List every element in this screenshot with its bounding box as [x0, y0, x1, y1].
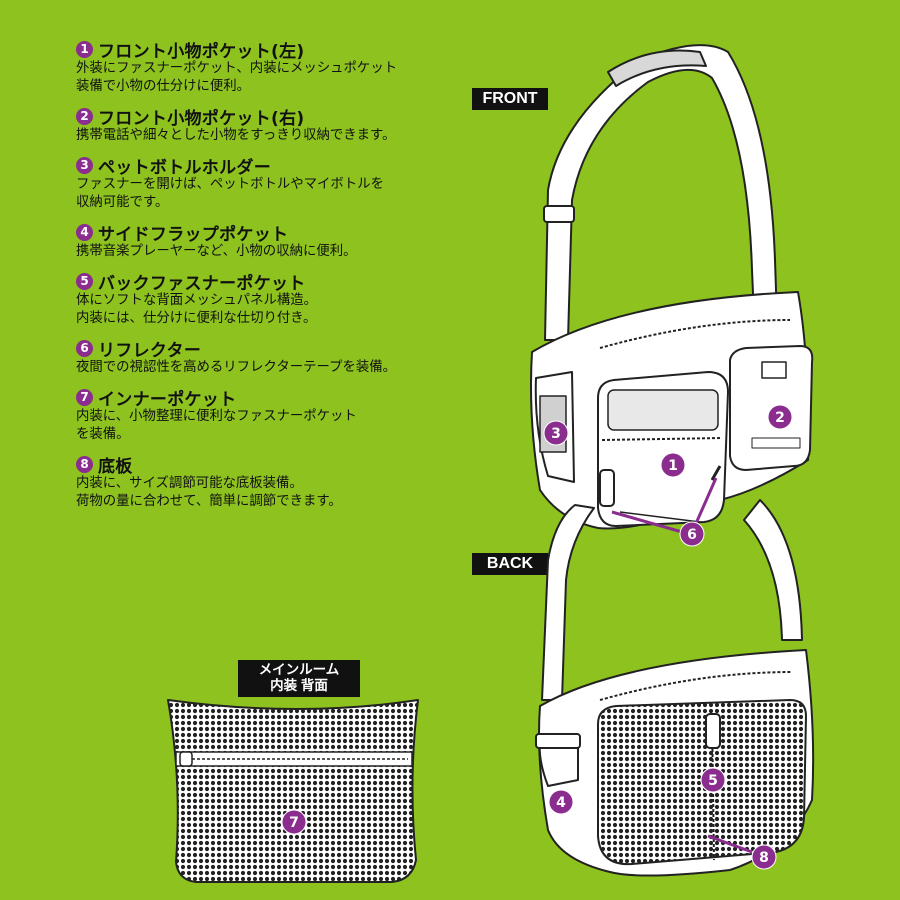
svg-text:4: 4: [556, 795, 566, 811]
feature-number-badge: 3: [76, 156, 93, 174]
svg-text:1: 1: [668, 458, 678, 474]
feature-2: 2 フロント小物ポケット(右) 携帯電話や細々とした小物をすっきり収納できます。: [76, 105, 476, 145]
side-flap: [535, 733, 581, 749]
svg-text:6: 6: [687, 527, 697, 543]
feature-title: ペットボトルホルダー: [98, 157, 271, 178]
feature-3: 3 ペットボトルホルダー ファスナーを開けば、ペットボトルやマイボトルを 収納可能…: [76, 154, 476, 212]
zipper-pull-icon: [599, 469, 615, 507]
feature-description: 外装にファスナーポケット、内装にメッシュポケット 装備で小物の仕分けに便利。: [76, 61, 398, 94]
svg-text:2: 2: [775, 410, 785, 426]
main-room-interior: [167, 699, 419, 883]
leader-8: [707, 834, 753, 854]
reflector-line: [710, 465, 722, 481]
feature-number-badge: 8: [76, 455, 93, 473]
brand-tag: [751, 437, 801, 449]
feature-7: 7 インナーポケット 内装に、小物整理に便利なファスナーポケット を装備。: [76, 386, 476, 444]
inner-mesh-panel: [167, 699, 419, 883]
feature-description: 体にソフトな背面メッシュパネル構造。 内装には、仕分けに便利な仕切り付き。: [76, 293, 318, 326]
svg-text:3: 3: [551, 426, 561, 442]
front-view-label: FRONT: [472, 88, 548, 110]
svg-text:5: 5: [708, 773, 718, 789]
feature-title: インナーポケット: [98, 389, 237, 410]
callout-7: 7: [281, 809, 307, 835]
front-bag: [530, 44, 814, 530]
callout-badges: 1 2 3 4 5 6 7 8: [281, 404, 793, 870]
feature-number-badge: 2: [76, 107, 93, 125]
feature-description: ファスナーを開けば、ペットボトルやマイボトルを 収納可能です。: [76, 177, 384, 210]
back-strap-right: [743, 499, 803, 641]
svg-text:8: 8: [759, 850, 769, 866]
callout-4: 4: [548, 789, 574, 815]
feature-list: 1 フロント小物ポケット(左) 外装にファスナーポケット、内装にメッシュポケット …: [76, 38, 476, 520]
front-left-zipper: [601, 437, 723, 441]
leader-6b: [692, 477, 718, 529]
feature-title: フロント小物ポケット(右): [98, 108, 305, 129]
feature-description: 内装に、小物整理に便利なファスナーポケット を装備。: [76, 409, 357, 442]
front-shoulder-pad: [607, 49, 707, 87]
feature-description: 携帯音楽プレーヤーなど、小物の収納に便利。: [76, 244, 357, 259]
back-zipper: [711, 713, 715, 861]
callout-8: 8: [751, 844, 777, 870]
back-bag: [535, 499, 815, 877]
feature-number-badge: 6: [76, 339, 93, 357]
svg-text:7: 7: [289, 815, 299, 831]
feature-4: 4 サイドフラップポケット 携帯音楽プレーヤーなど、小物の収納に便利。: [76, 221, 476, 261]
front-right-pocket-flap: [761, 361, 787, 379]
callout-3: 3: [543, 420, 569, 446]
feature-6: 6 リフレクター 夜間での視認性を高めるリフレクターテープを装備。: [76, 337, 476, 377]
feature-description: 携帯電話や細々とした小物をすっきり収納できます。: [76, 128, 396, 143]
front-strap-buckle: [543, 205, 575, 223]
callout-2: 2: [767, 404, 793, 430]
main-room-label: メインルーム 内装 背面: [238, 660, 360, 697]
feature-description: 内装に、サイズ調節可能な底板装備。 荷物の量に合わせて、簡単に調節できます。: [76, 476, 342, 509]
feature-number-badge: 4: [76, 223, 93, 241]
leader-6a: [611, 510, 683, 534]
front-top-zipper: [599, 319, 791, 349]
back-strap: [541, 504, 595, 701]
feature-number-badge: 5: [76, 272, 93, 290]
callout-5: 5: [700, 767, 726, 793]
feature-8: 8 底板 内装に、サイズ調節可能な底板装備。 荷物の量に合わせて、簡単に調節できま…: [76, 453, 476, 511]
reflector-line: [619, 511, 701, 523]
main-room-label-line2: 内装 背面: [270, 678, 328, 693]
callout-1: 1: [660, 452, 686, 478]
feature-title: フロント小物ポケット(左): [98, 41, 305, 62]
callout-leaders: [611, 477, 753, 854]
feature-title: リフレクター: [98, 340, 202, 361]
feature-1: 1 フロント小物ポケット(左) 外装にファスナーポケット、内装にメッシュポケット …: [76, 38, 476, 96]
feature-title: 底板: [98, 456, 133, 477]
zipper-pull-icon: [179, 751, 193, 767]
feature-number-badge: 7: [76, 388, 93, 406]
callout-6: 6: [679, 521, 705, 547]
back-top-zipper: [599, 671, 793, 701]
zipper-pull-icon: [705, 713, 721, 749]
feature-number-badge: 1: [76, 40, 93, 58]
feature-description: 夜間での視認性を高めるリフレクターテープを装備。: [76, 360, 397, 375]
feature-title: バックファスナーポケット: [98, 273, 306, 294]
back-view-label: BACK: [472, 553, 548, 575]
feature-title: サイドフラップポケット: [98, 224, 289, 245]
main-room-label-line1: メインルーム: [258, 662, 340, 677]
feature-5: 5 バックファスナーポケット 体にソフトな背面メッシュパネル構造。 内装には、仕分…: [76, 270, 476, 328]
front-left-pocket-panel: [607, 389, 719, 431]
